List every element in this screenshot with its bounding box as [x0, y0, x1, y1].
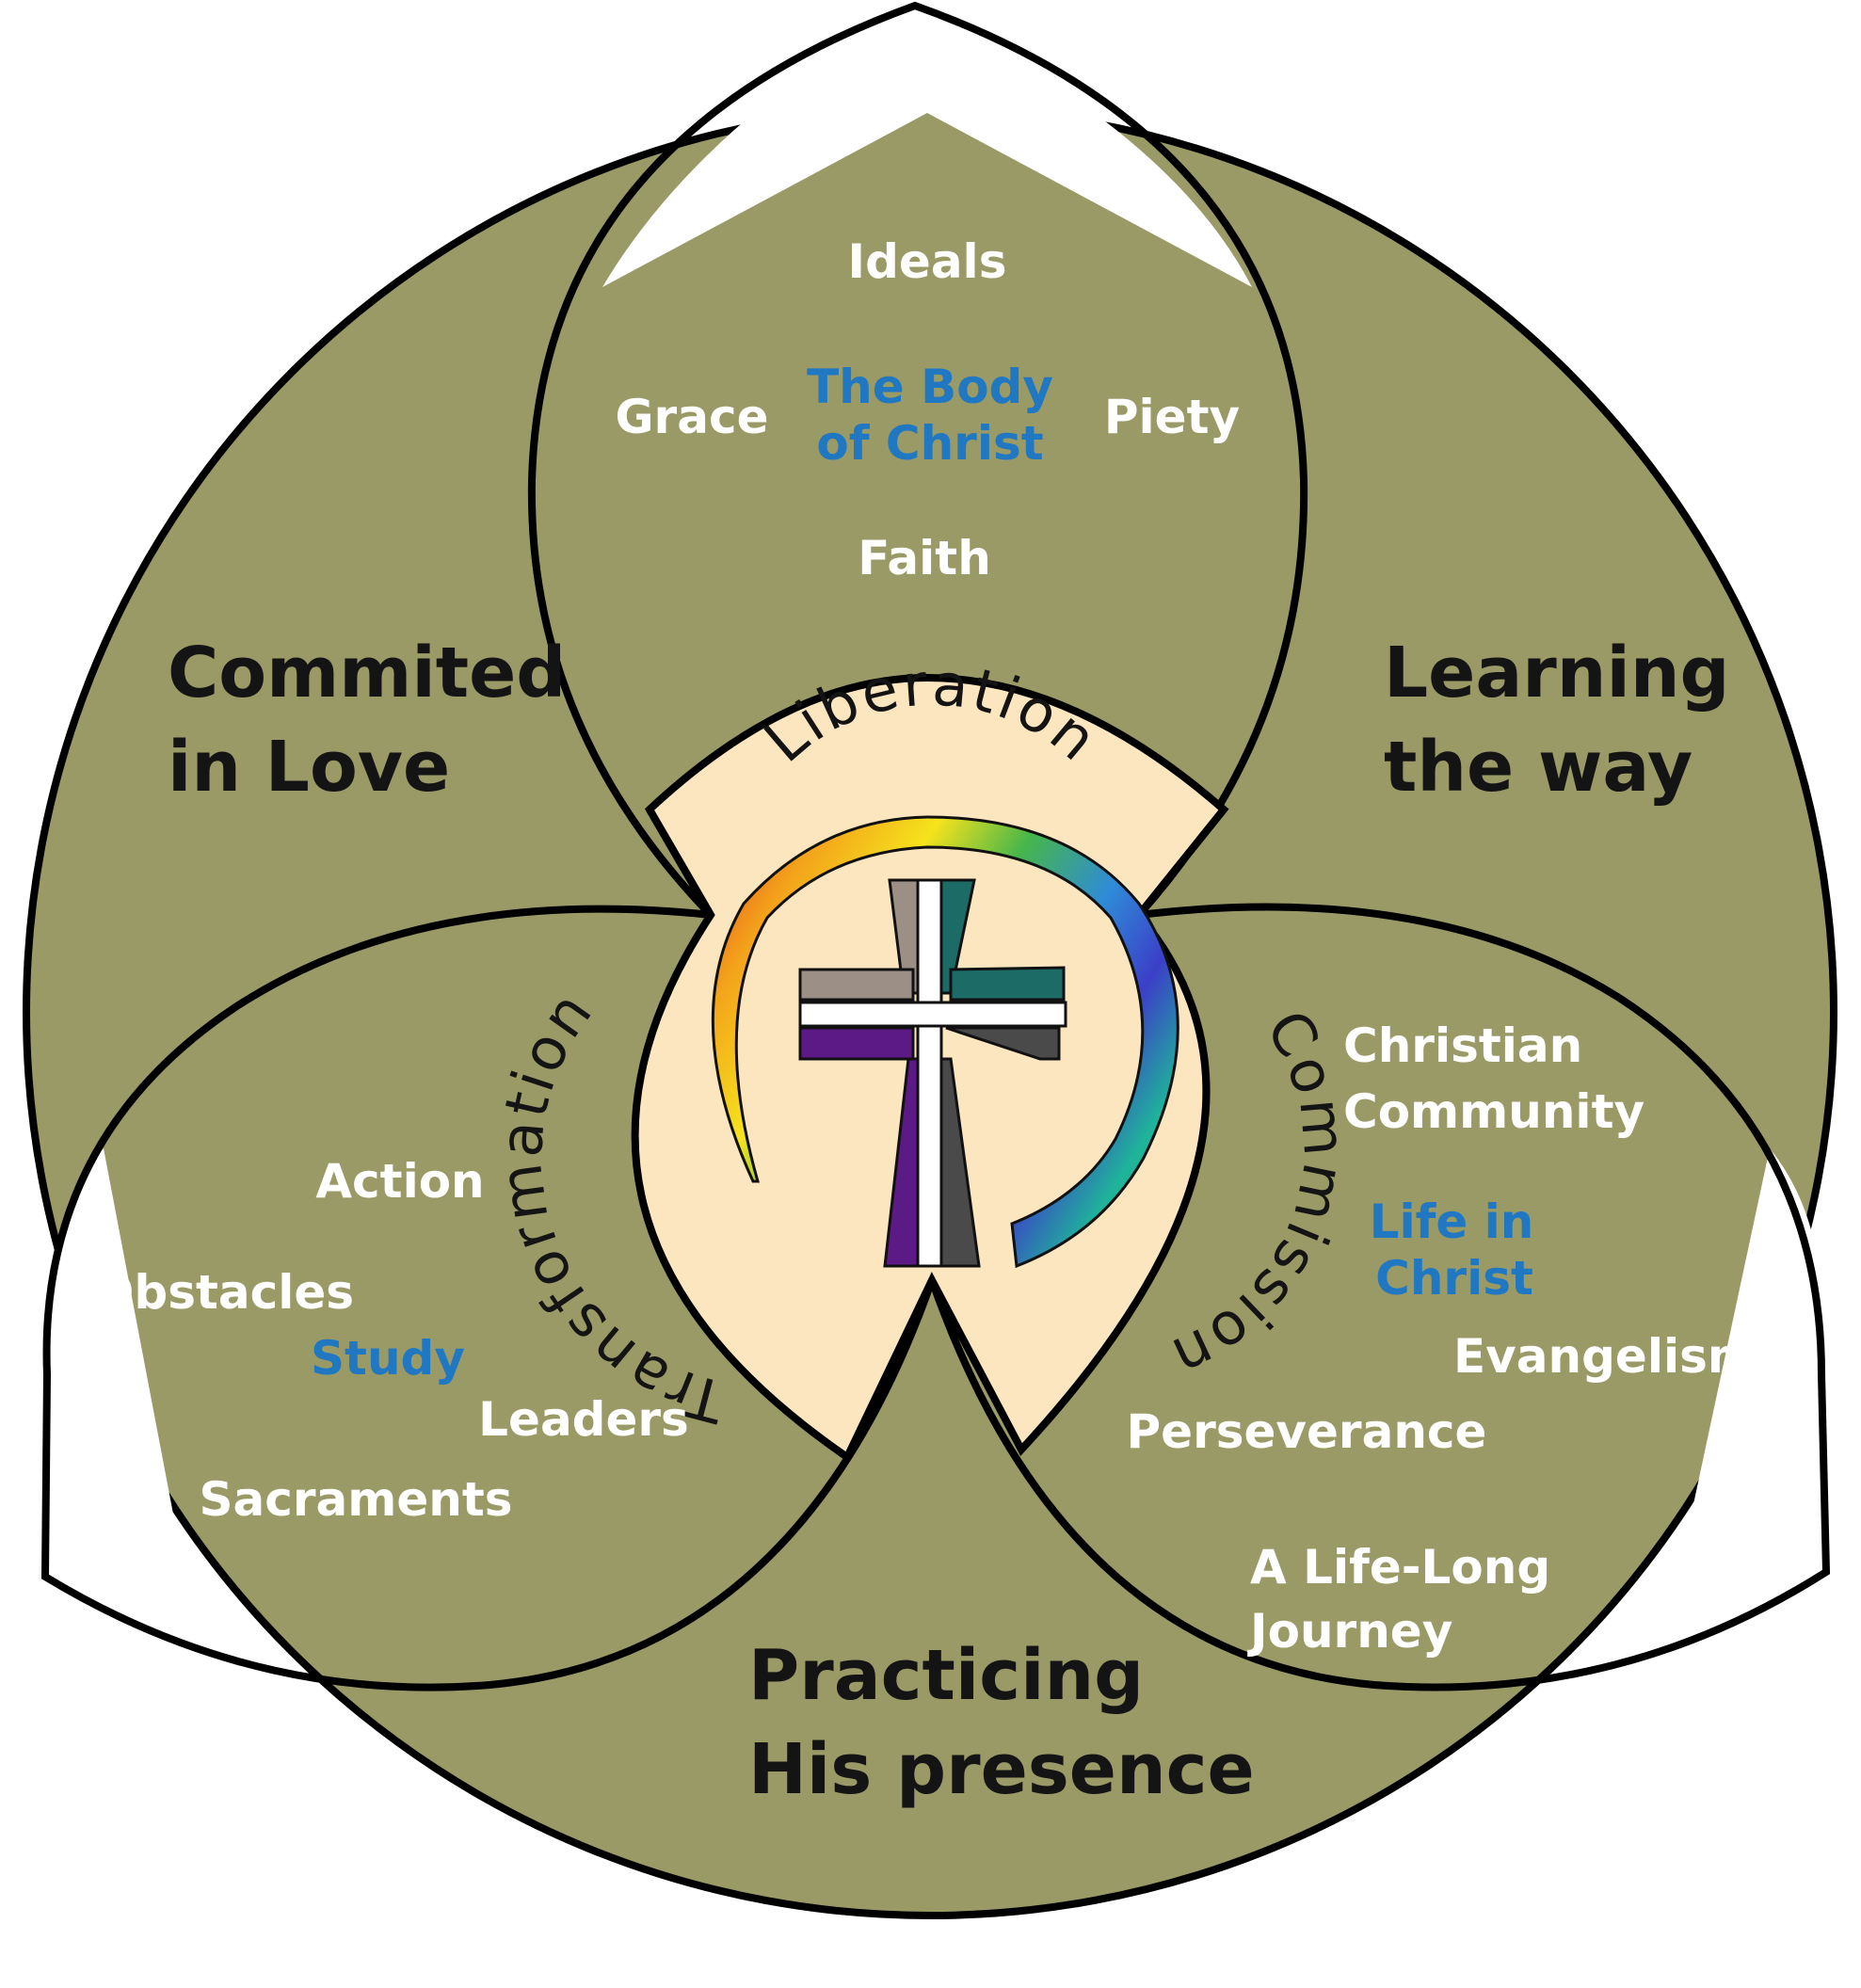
lobe-join-right: [1135, 807, 1227, 918]
top-flap: [602, 6, 1252, 287]
word-sacraments: Sacraments: [199, 1472, 512, 1527]
word-action: Action: [315, 1154, 484, 1209]
rainbow-arc-icon: [711, 815, 1179, 1269]
word-obstacles: Obstacles: [94, 1265, 354, 1320]
left-lobe: [40, 905, 936, 1691]
word-ideals: Ideals: [848, 234, 1007, 289]
word-faith: Faith: [858, 531, 991, 585]
word-grace: Grace: [616, 390, 769, 444]
commited-in-love-line2: in Love: [168, 727, 450, 808]
practicing-his-presence-line1: Practicing: [748, 1635, 1144, 1716]
life-in-christ-line1: Life in: [1370, 1194, 1534, 1249]
top-lobe: [527, 1, 1308, 918]
left-flap: [47, 1148, 179, 1577]
life-long-journey-line1: A Life-Long: [1250, 1540, 1550, 1595]
learning-the-way-line2: the way: [1384, 727, 1693, 808]
body-of-christ-line1: The Body: [807, 360, 1053, 414]
cross-icon: [798, 878, 1067, 1268]
life-in-christ-line2: Christ: [1375, 1251, 1533, 1306]
christian-community-line2: Community: [1343, 1084, 1644, 1139]
right-lobe: [928, 903, 1831, 1691]
learning-the-way-line1: Learning: [1384, 633, 1729, 713]
word-study: Study: [311, 1331, 465, 1386]
right-flap: [1685, 1148, 1826, 1572]
practicing-his-presence-line2: His presence: [748, 1729, 1255, 1810]
word-leaders: Leaders: [478, 1392, 689, 1447]
life-long-journey-line2: Journey: [1247, 1604, 1452, 1659]
lobe-join-left: [646, 807, 714, 918]
word-perseverance: Perseverance: [1127, 1404, 1487, 1459]
commited-in-love-line1: Commited: [168, 633, 566, 713]
body-of-christ-line2: of Christ: [816, 416, 1043, 471]
word-evangelism: Evangelism: [1453, 1329, 1757, 1384]
christian-community-line1: Christian: [1343, 1018, 1582, 1073]
word-piety: Piety: [1104, 390, 1240, 444]
